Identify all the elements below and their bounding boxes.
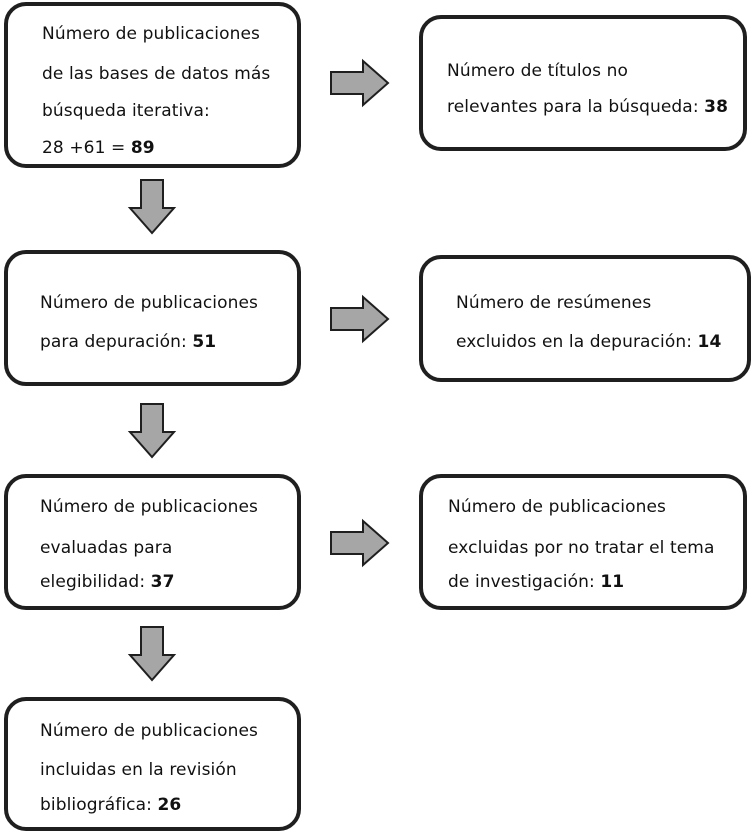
- box-initial-line-2: de las bases de datos más: [42, 64, 271, 84]
- box-depuration: Número de publicaciones para depuración:…: [4, 250, 301, 386]
- box-irrelevant-line-2: relevantes para la búsqueda: 38: [447, 97, 728, 117]
- down-arrow-icon: [127, 178, 177, 236]
- box-excluded-topic-line-3: de investigación: 11: [448, 572, 624, 592]
- box-initial-value: 89: [130, 138, 155, 158]
- box-initial-line-1: Número de publicaciones: [42, 24, 261, 44]
- box-excluded-topic-line-2: excluidas por no tratar el tema: [448, 538, 715, 558]
- box-excluded-abstracts: Número de resúmenes excluidos en la depu…: [419, 255, 751, 382]
- box-initial-line-3: búsqueda iterativa:: [42, 101, 210, 121]
- box-depuration-line-1: Número de publicaciones: [40, 293, 259, 313]
- right-arrow-icon: [329, 58, 391, 108]
- box-irrelevant-line-1: Número de títulos no: [447, 61, 628, 81]
- box-irrelevant-value: 38: [704, 97, 729, 117]
- box-included-line-3: bibliográfica: 26: [40, 795, 181, 815]
- box-excluded-abstracts-line-1: Número de resúmenes: [456, 293, 652, 313]
- box-irrelevant-titles: Número de títulos no relevantes para la …: [419, 15, 747, 151]
- down-arrow-icon: [127, 625, 177, 683]
- box-initial-line-4: 28 +61 = 89: [42, 138, 155, 158]
- box-excluded-topic-line-1: Número de publicaciones: [448, 497, 667, 517]
- box-included-value: 26: [157, 795, 182, 815]
- box-excluded-topic: Número de publicaciones excluidas por no…: [419, 474, 747, 610]
- box-excluded-abstracts-value: 14: [697, 332, 722, 352]
- down-arrow-icon: [127, 402, 177, 460]
- box-initial-formula: 28 +61 =: [42, 138, 131, 158]
- box-eligibility-line-1: Número de publicaciones: [40, 497, 259, 517]
- box-excluded-topic-label: de investigación:: [448, 572, 601, 592]
- right-arrow-icon: [329, 518, 391, 568]
- box-eligibility-line-2: evaluadas para: [40, 538, 173, 558]
- box-excluded-abstracts-line-2: excluidos en la depuración: 14: [456, 332, 721, 352]
- box-depuration-value: 51: [192, 332, 217, 352]
- box-eligibility: Número de publicaciones evaluadas para e…: [4, 474, 301, 610]
- box-included-line-2: incluidas en la revisión: [40, 760, 237, 780]
- box-eligibility-value: 37: [150, 572, 175, 592]
- box-included-label: bibliográfica:: [40, 795, 158, 815]
- right-arrow-icon: [329, 294, 391, 344]
- box-eligibility-line-3: elegibilidad: 37: [40, 572, 175, 592]
- box-included-line-1: Número de publicaciones: [40, 721, 259, 741]
- box-included: Número de publicaciones incluidas en la …: [4, 697, 301, 831]
- box-eligibility-label: elegibilidad:: [40, 572, 151, 592]
- box-irrelevant-label: relevantes para la búsqueda:: [447, 97, 705, 117]
- box-depuration-label: para depuración:: [40, 332, 193, 352]
- box-initial-publications: Número de publicaciones de las bases de …: [4, 2, 301, 168]
- box-depuration-line-2: para depuración: 51: [40, 332, 216, 352]
- box-excluded-abstracts-label: excluidos en la depuración:: [456, 332, 698, 352]
- box-excluded-topic-value: 11: [600, 572, 625, 592]
